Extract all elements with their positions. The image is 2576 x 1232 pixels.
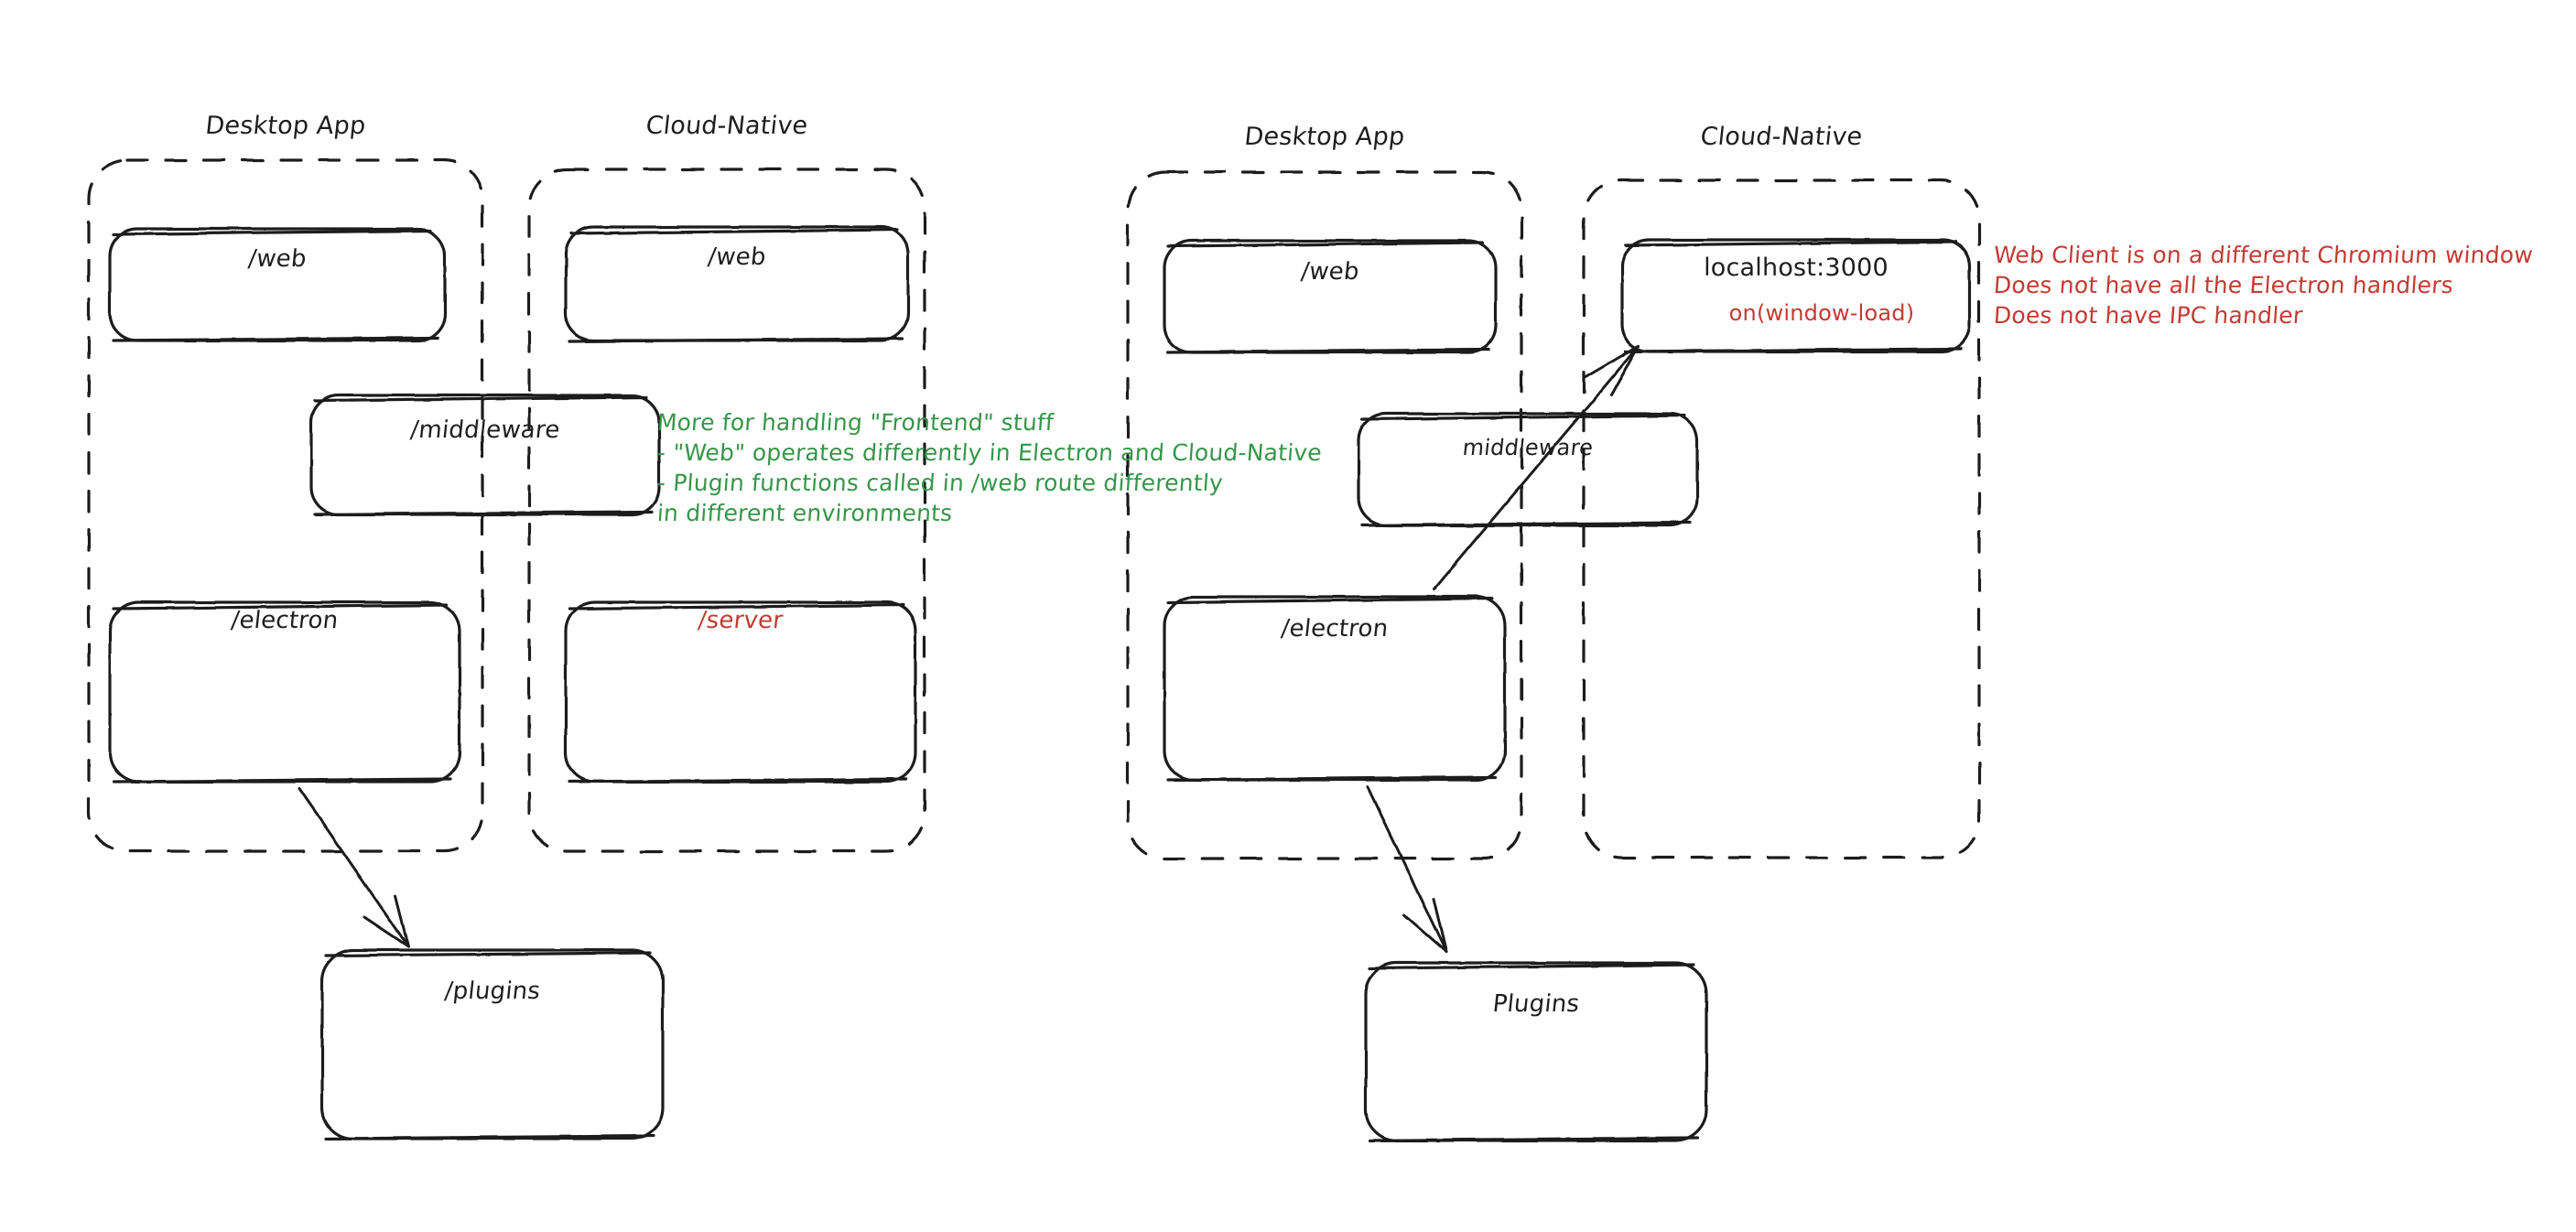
right-desktop-title: Desktop App <box>1242 123 1407 151</box>
left-electron-box <box>108 600 461 784</box>
left-middleware-label: /middleware <box>408 416 562 444</box>
left-middleware-box <box>309 394 661 516</box>
left-desktop-web-label: /web <box>246 245 308 273</box>
right-localhost-sublabel: on(window-load) <box>1728 300 1915 326</box>
left-server-label: /server <box>697 607 785 634</box>
green-note: More for handling "Frontend" stuff - "We… <box>655 407 1323 528</box>
red-note: Web Client is on a different Chromium wi… <box>1992 240 2534 330</box>
left-plugins-box <box>320 948 665 1140</box>
right-desktop-web-box <box>1163 239 1498 354</box>
green-note-line-1: More for handling "Frontend" stuff <box>655 409 1055 436</box>
right-electron-label: /electron <box>1280 615 1390 643</box>
green-note-line-3: - Plugin functions called in /web route … <box>655 470 1225 496</box>
right-cloud-container <box>1582 178 1981 859</box>
right-middleware-box <box>1357 412 1699 527</box>
left-electron-to-plugins-arrow <box>298 787 410 948</box>
left-desktop-container <box>87 158 484 853</box>
left-desktop-title: Desktop App <box>203 112 368 140</box>
left-plugins-label: /plugins <box>443 978 542 1005</box>
left-cloud-container <box>527 168 926 853</box>
right-localhost-box <box>1620 238 1972 353</box>
left-cloud-title: Cloud-Native <box>644 112 809 140</box>
green-note-line-4: in different environments <box>655 500 954 526</box>
right-plugins-label: Plugins <box>1491 990 1581 1018</box>
right-electron-box <box>1163 595 1507 782</box>
green-note-line-2: - "Web" operates differently in Electron… <box>655 439 1323 466</box>
right-electron-to-plugins-arrow <box>1366 785 1448 954</box>
right-desktop-container <box>1126 170 1523 860</box>
left-server-box <box>564 600 917 784</box>
left-cloud-web-label: /web <box>706 243 768 271</box>
red-note-line-3: Does not have IPC handler <box>1992 302 2304 329</box>
right-plugins-box <box>1364 961 1708 1142</box>
left-cloud-web-box <box>564 225 910 343</box>
left-desktop-web-box <box>108 227 447 342</box>
left-electron-label: /electron <box>230 607 340 634</box>
electron-to-localhost-arrow <box>1432 344 1640 591</box>
right-cloud-title: Cloud-Native <box>1699 123 1864 151</box>
right-middleware-label: middleware <box>1461 435 1595 460</box>
right-desktop-web-label: /web <box>1299 258 1361 286</box>
red-note-line-2: Does not have all the Electron handlers <box>1992 272 2455 298</box>
red-note-line-1: Web Client is on a different Chromium wi… <box>1992 242 2534 268</box>
right-localhost-label: localhost:3000 <box>1704 254 1889 282</box>
